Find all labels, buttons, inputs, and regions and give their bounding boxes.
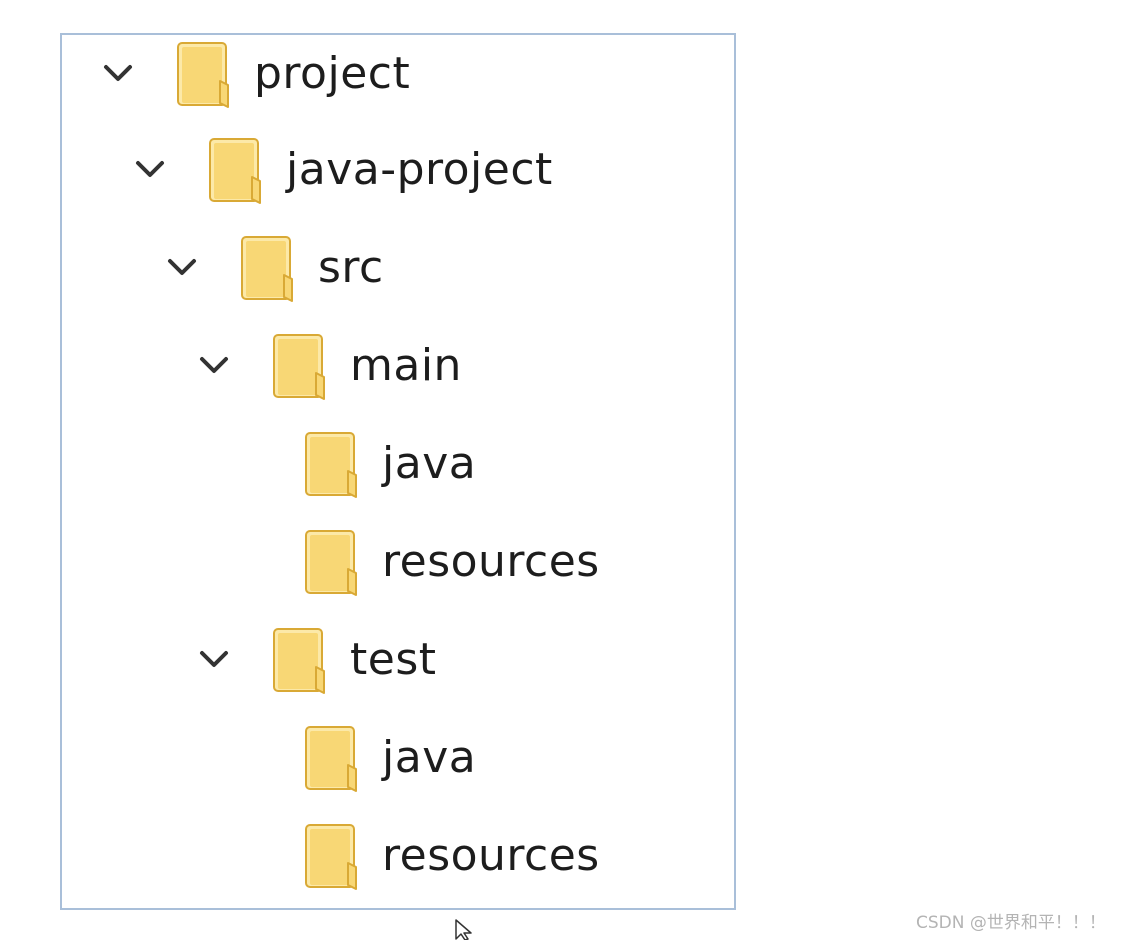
tree-node-test-java[interactable]: java [62,719,734,799]
tree-node-label: java [382,732,477,783]
tree-node-label: main [350,340,462,391]
folder-icon [272,333,328,401]
tree-node-label: resources [382,536,600,587]
tree-node-label: project [254,48,411,99]
folder-icon [240,235,296,303]
tree-node-main[interactable]: main [62,327,734,407]
folder-icon [304,725,360,793]
chevron-down-icon[interactable] [194,345,234,385]
tree-node-java-project[interactable]: java-project [62,131,734,211]
tree-node-label: java [382,438,477,489]
chevron-down-icon[interactable] [130,149,170,189]
tree-node-label: src [318,242,384,293]
tree-node-src[interactable]: src [62,229,734,309]
chevron-down-icon[interactable] [98,53,138,93]
chevron-down-icon[interactable] [194,639,234,679]
tree-node-project[interactable]: project [62,35,734,115]
folder-icon [304,529,360,597]
chevron-down-icon[interactable] [162,247,202,287]
folder-icon [272,627,328,695]
tree-node-main-resources[interactable]: resources [62,523,734,603]
tree-node-main-java[interactable]: java [62,425,734,505]
folder-icon [304,823,360,891]
folder-tree-panel: project java-project src main java resou… [60,33,736,910]
folder-icon [208,137,264,205]
tree-node-label: test [350,634,437,685]
tree-node-label: resources [382,830,600,881]
mouse-cursor-icon [454,919,478,941]
tree-node-test[interactable]: test [62,621,734,701]
tree-node-label: java-project [286,144,553,195]
folder-icon [304,431,360,499]
watermark-text: CSDN @世界和平！！！ [916,913,1106,933]
folder-icon [176,41,232,109]
tree-node-test-resources[interactable]: resources [62,817,734,897]
